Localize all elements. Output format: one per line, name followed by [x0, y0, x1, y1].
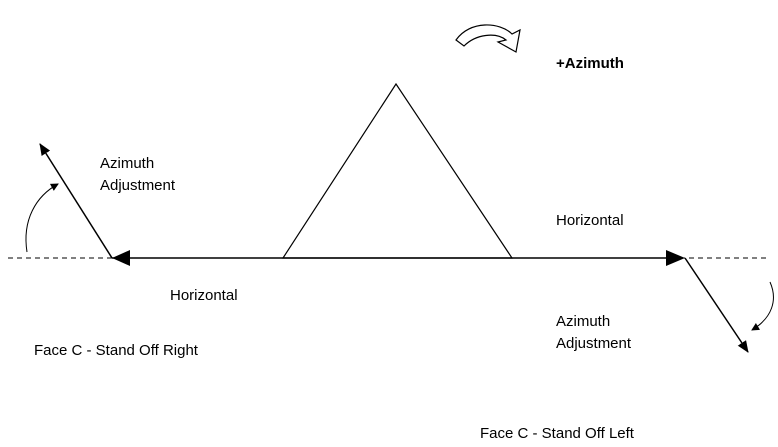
- right-baseline-arrowhead: [666, 250, 685, 266]
- right-azimuth-arrow: [684, 257, 749, 353]
- right-azimuth-label-line2: Adjustment: [556, 335, 632, 352]
- left-curved-arc-arrow: [25, 183, 59, 253]
- face-c-stand-off-right-caption: Face C - Stand Off Right: [34, 342, 199, 359]
- left-azimuth-label-line2: Adjustment: [100, 177, 176, 194]
- left-azimuth-label-line1: Azimuth: [100, 155, 154, 172]
- face-c-stand-off-left-caption: Face C - Stand Off Left: [480, 425, 635, 442]
- left-azimuth-arrow: [39, 143, 113, 259]
- rotation-arrow-icon: [455, 24, 521, 53]
- right-azimuth-label-line1: Azimuth: [556, 313, 610, 330]
- azimuth-plus-label: +Azimuth: [556, 55, 624, 72]
- right-curved-arc-arrow: [751, 281, 774, 331]
- horizontal-right-label: Horizontal: [556, 212, 624, 229]
- left-baseline-arrowhead: [112, 250, 130, 266]
- horizontal-left-label: Horizontal: [170, 287, 238, 304]
- center-triangle: [281, 82, 514, 259]
